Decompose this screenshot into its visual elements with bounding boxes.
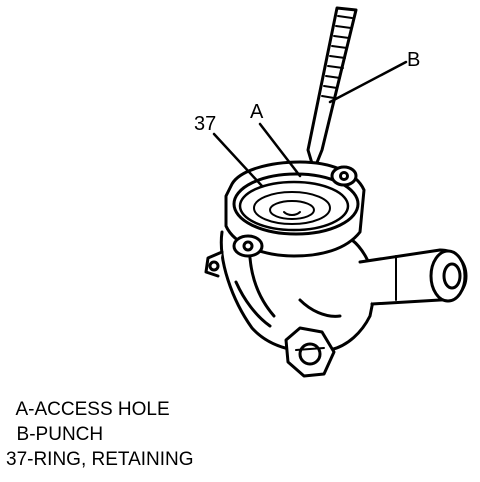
legend-item-access-hole: A-ACCESS HOLE [6, 399, 170, 420]
leader-37 [212, 132, 264, 188]
legend: A-ACCESS HOLE B-PUNCH 37-RING, RETAINING [6, 397, 194, 472]
callout-label-b: B [407, 49, 421, 71]
callout-label-37: 37 [194, 113, 217, 135]
hex-fitting [284, 326, 336, 378]
top-flange [224, 160, 366, 258]
mounting-tab [204, 250, 224, 278]
punch-tool [306, 6, 358, 172]
callout-label-a: A [250, 101, 264, 123]
outlet-pipe [358, 248, 468, 306]
legend-item-punch: B-PUNCH [6, 424, 104, 445]
legend-item-retaining-ring: 37-RING, RETAINING [6, 449, 194, 470]
leader-a [258, 122, 302, 178]
leader-b [328, 60, 408, 104]
